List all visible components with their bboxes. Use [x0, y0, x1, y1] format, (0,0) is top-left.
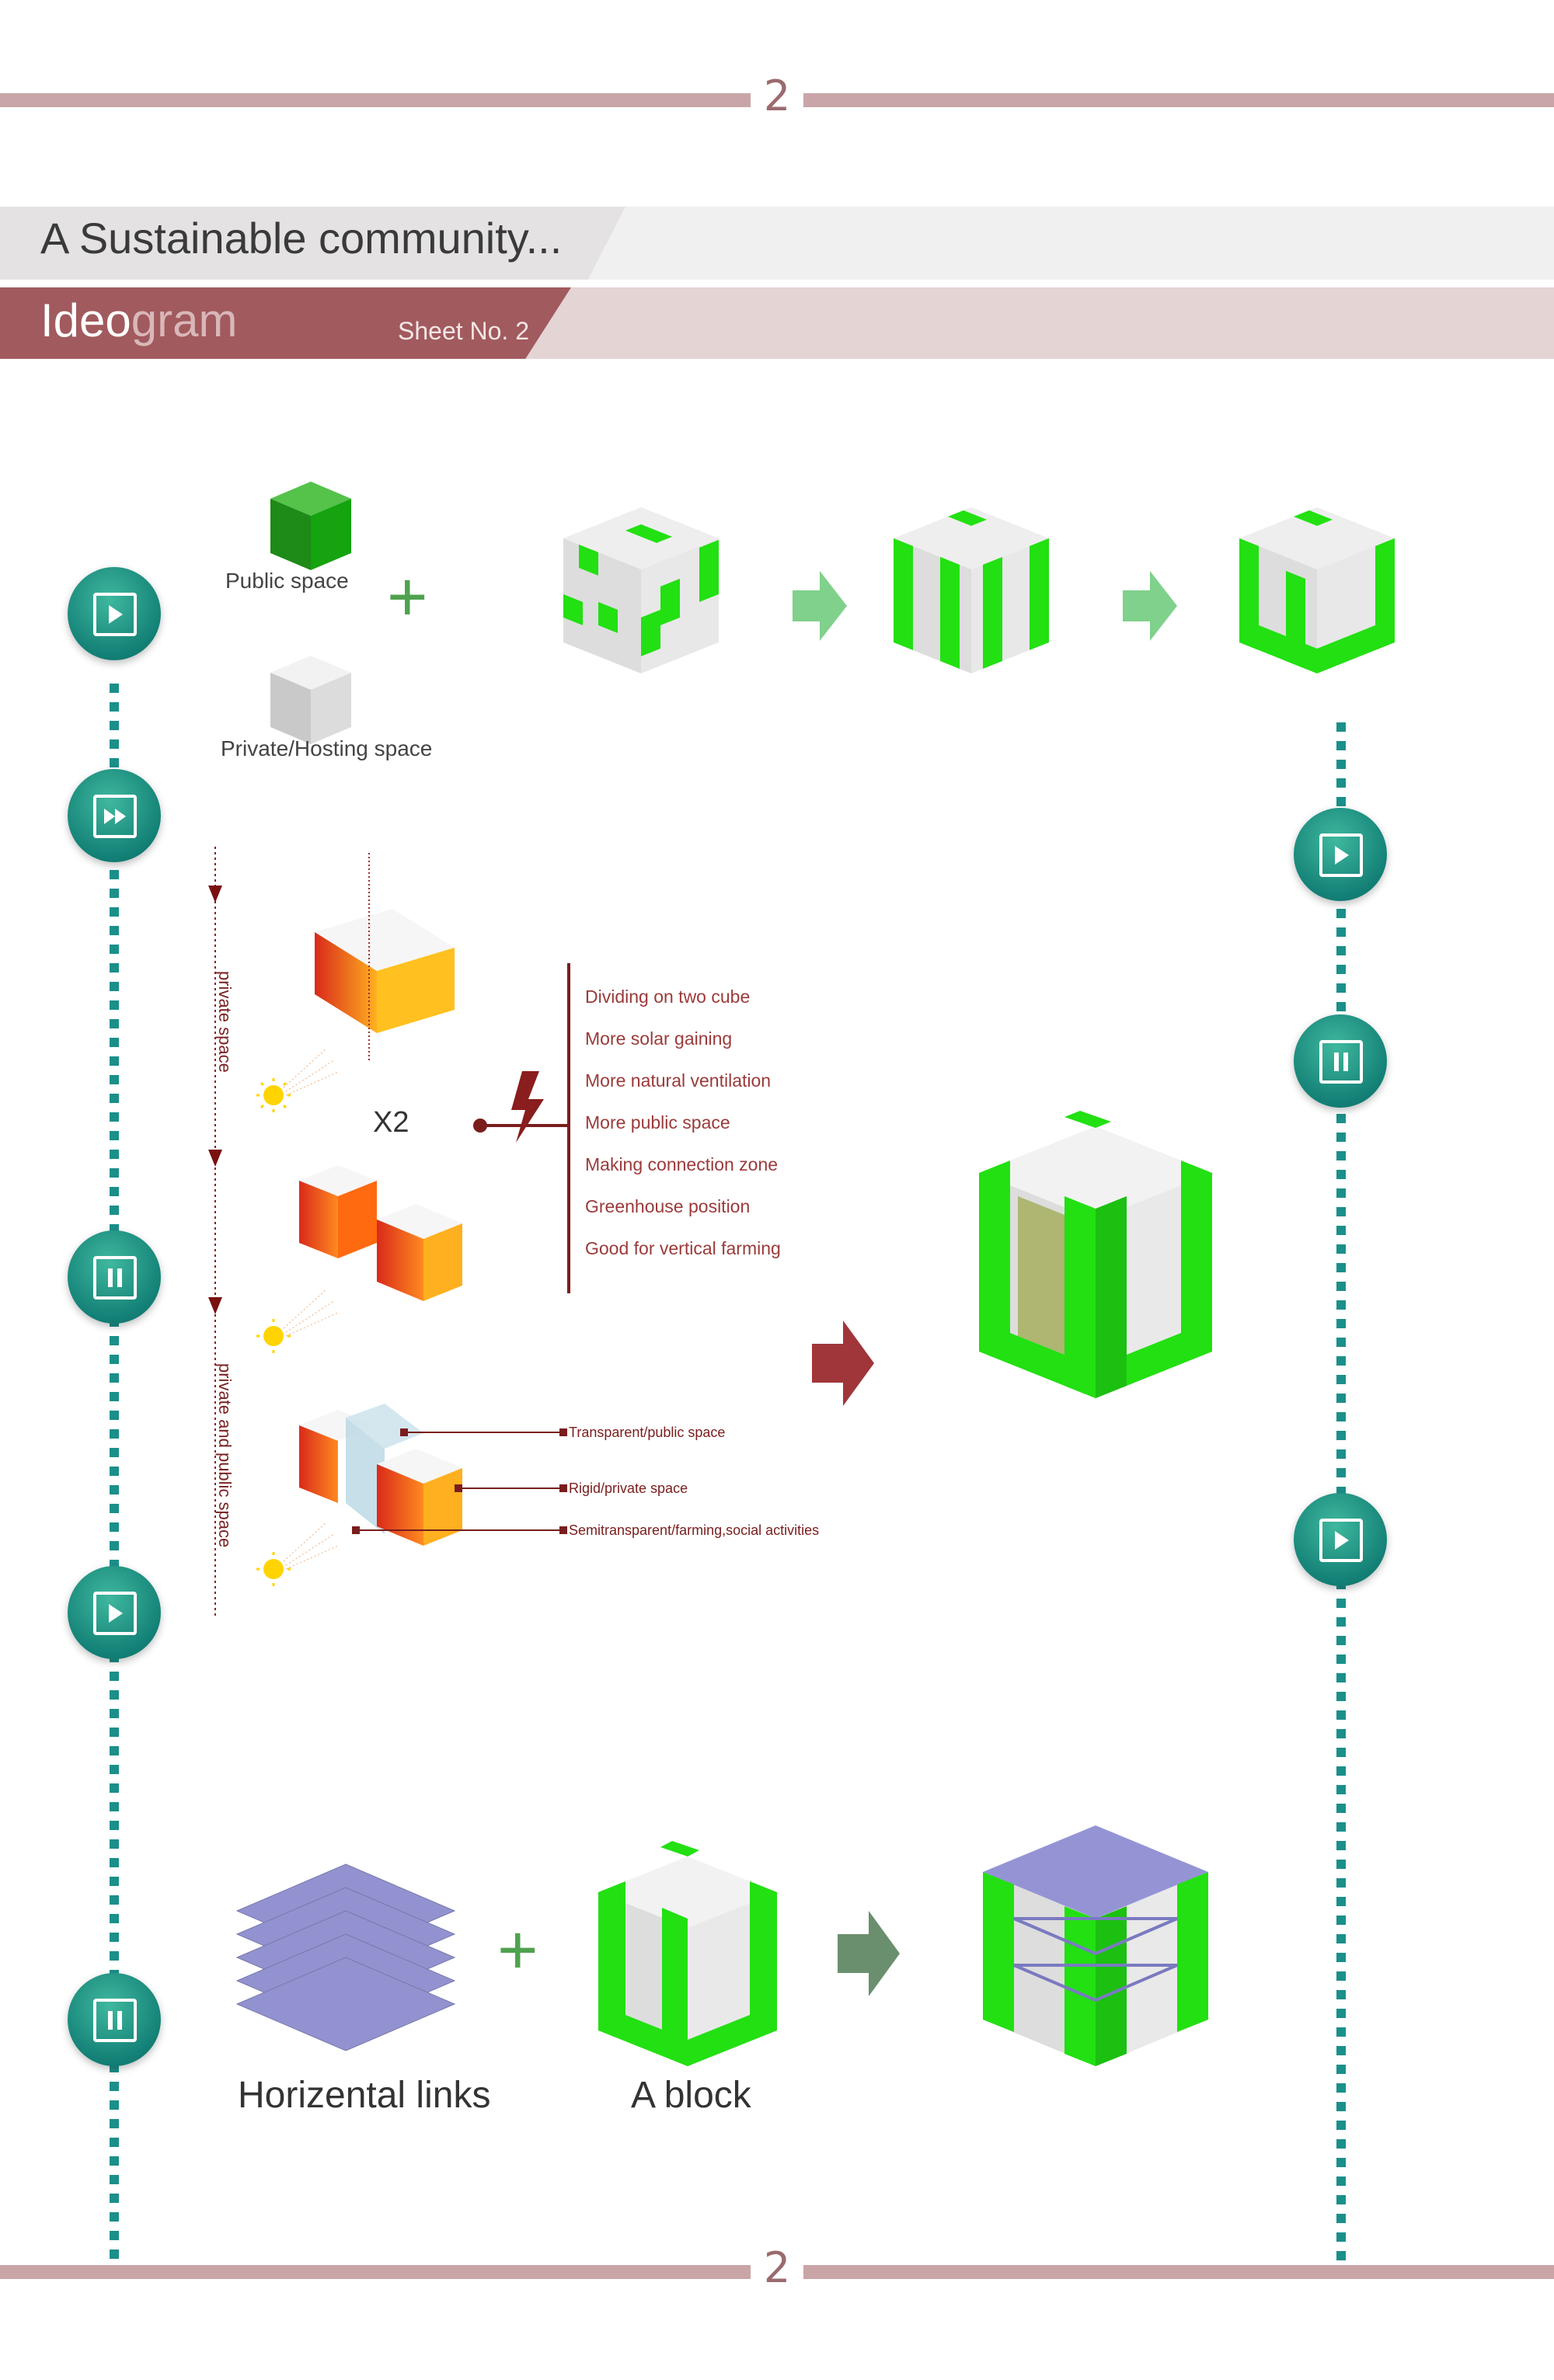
side-label-private-public: private and public space: [215, 1363, 235, 1548]
page-title: A Sustainable community...: [40, 214, 563, 263]
pause-button-2[interactable]: [68, 1973, 161, 2066]
plus-icon: +: [387, 558, 428, 636]
timeline-arrows: [208, 847, 222, 1616]
lightning-icon: [511, 1071, 544, 1143]
play-button-2[interactable]: [68, 1566, 161, 1659]
callout-rigid: Rigid/private space: [569, 1481, 688, 1496]
a-block-label: A block: [631, 2075, 751, 2116]
arrow-right-icon-3: [812, 1320, 874, 1406]
top-rule-right: [803, 93, 1554, 107]
multiplier-label: X2: [373, 1106, 409, 1139]
sun-icon-3: [256, 1522, 339, 1586]
side-label-private: private space: [215, 971, 235, 1073]
a-block-cube: [598, 1841, 777, 2066]
callout-transparent: Transparent/public space: [569, 1425, 726, 1440]
public-space-label: Public space: [225, 569, 349, 593]
top-rule-left: [0, 93, 751, 107]
elongated-block: [315, 909, 455, 1033]
mixed-cube-3: [1239, 507, 1395, 673]
callout-lines: [352, 1428, 567, 1534]
horizontal-links-layers: [235, 1863, 456, 2051]
public-space-cube-icon: [270, 482, 351, 570]
sun-icon-1: [256, 1048, 339, 1112]
arrow-right-icon-2: [1123, 571, 1177, 641]
arrow-right-icon-1: [793, 571, 847, 641]
plus-icon-2: +: [497, 1912, 538, 1989]
split-cubes: [299, 1165, 462, 1301]
play-button-4[interactable]: [1294, 1493, 1387, 1586]
cut-line: [368, 853, 370, 1063]
benefit-item: Greenhouse position: [585, 1196, 751, 1216]
title-band: [0, 207, 1554, 280]
private-space-label: Private/Hosting space: [221, 736, 433, 760]
play-button-3[interactable]: [1294, 808, 1387, 901]
combined-cubes: [299, 1404, 462, 1546]
play-button-1[interactable]: [68, 567, 161, 660]
subtitle-band: [0, 287, 1554, 359]
arrow-right-icon-4: [838, 1911, 900, 1996]
benefit-item: More public space: [585, 1112, 730, 1133]
u-shaped-block: [979, 1111, 1212, 1398]
private-space-cube-icon: [270, 656, 351, 744]
section-title: Ideogram: [40, 294, 238, 346]
bottom-rule-left: [0, 2265, 751, 2279]
callout-semi: Semitransparent/farming,social activitie…: [569, 1522, 820, 1538]
horizontal-links-label: Horizental links: [238, 2075, 491, 2116]
sheet-number: Sheet No. 2: [398, 317, 529, 345]
benefit-item: Making connection zone: [585, 1154, 779, 1174]
page-number-bottom: 2: [763, 2243, 791, 2292]
fast-forward-button[interactable]: [68, 769, 161, 862]
bottom-rule-right: [803, 2265, 1554, 2279]
pause-button-3[interactable]: [1294, 1014, 1387, 1108]
pause-button-1[interactable]: [68, 1230, 161, 1324]
benefit-item: More natural ventilation: [585, 1070, 772, 1091]
benefit-item: More solar gaining: [585, 1028, 733, 1049]
mixed-cube-1: [563, 507, 719, 673]
benefit-item: Good for vertical farming: [585, 1238, 781, 1258]
sun-icon-2: [256, 1289, 339, 1353]
final-block: [983, 1825, 1208, 2066]
benefit-item: Dividing on two cube: [585, 986, 751, 1007]
page-number-top: 2: [763, 71, 791, 120]
right-timeline: [1336, 722, 1346, 2270]
mixed-cube-2: [894, 507, 1049, 673]
